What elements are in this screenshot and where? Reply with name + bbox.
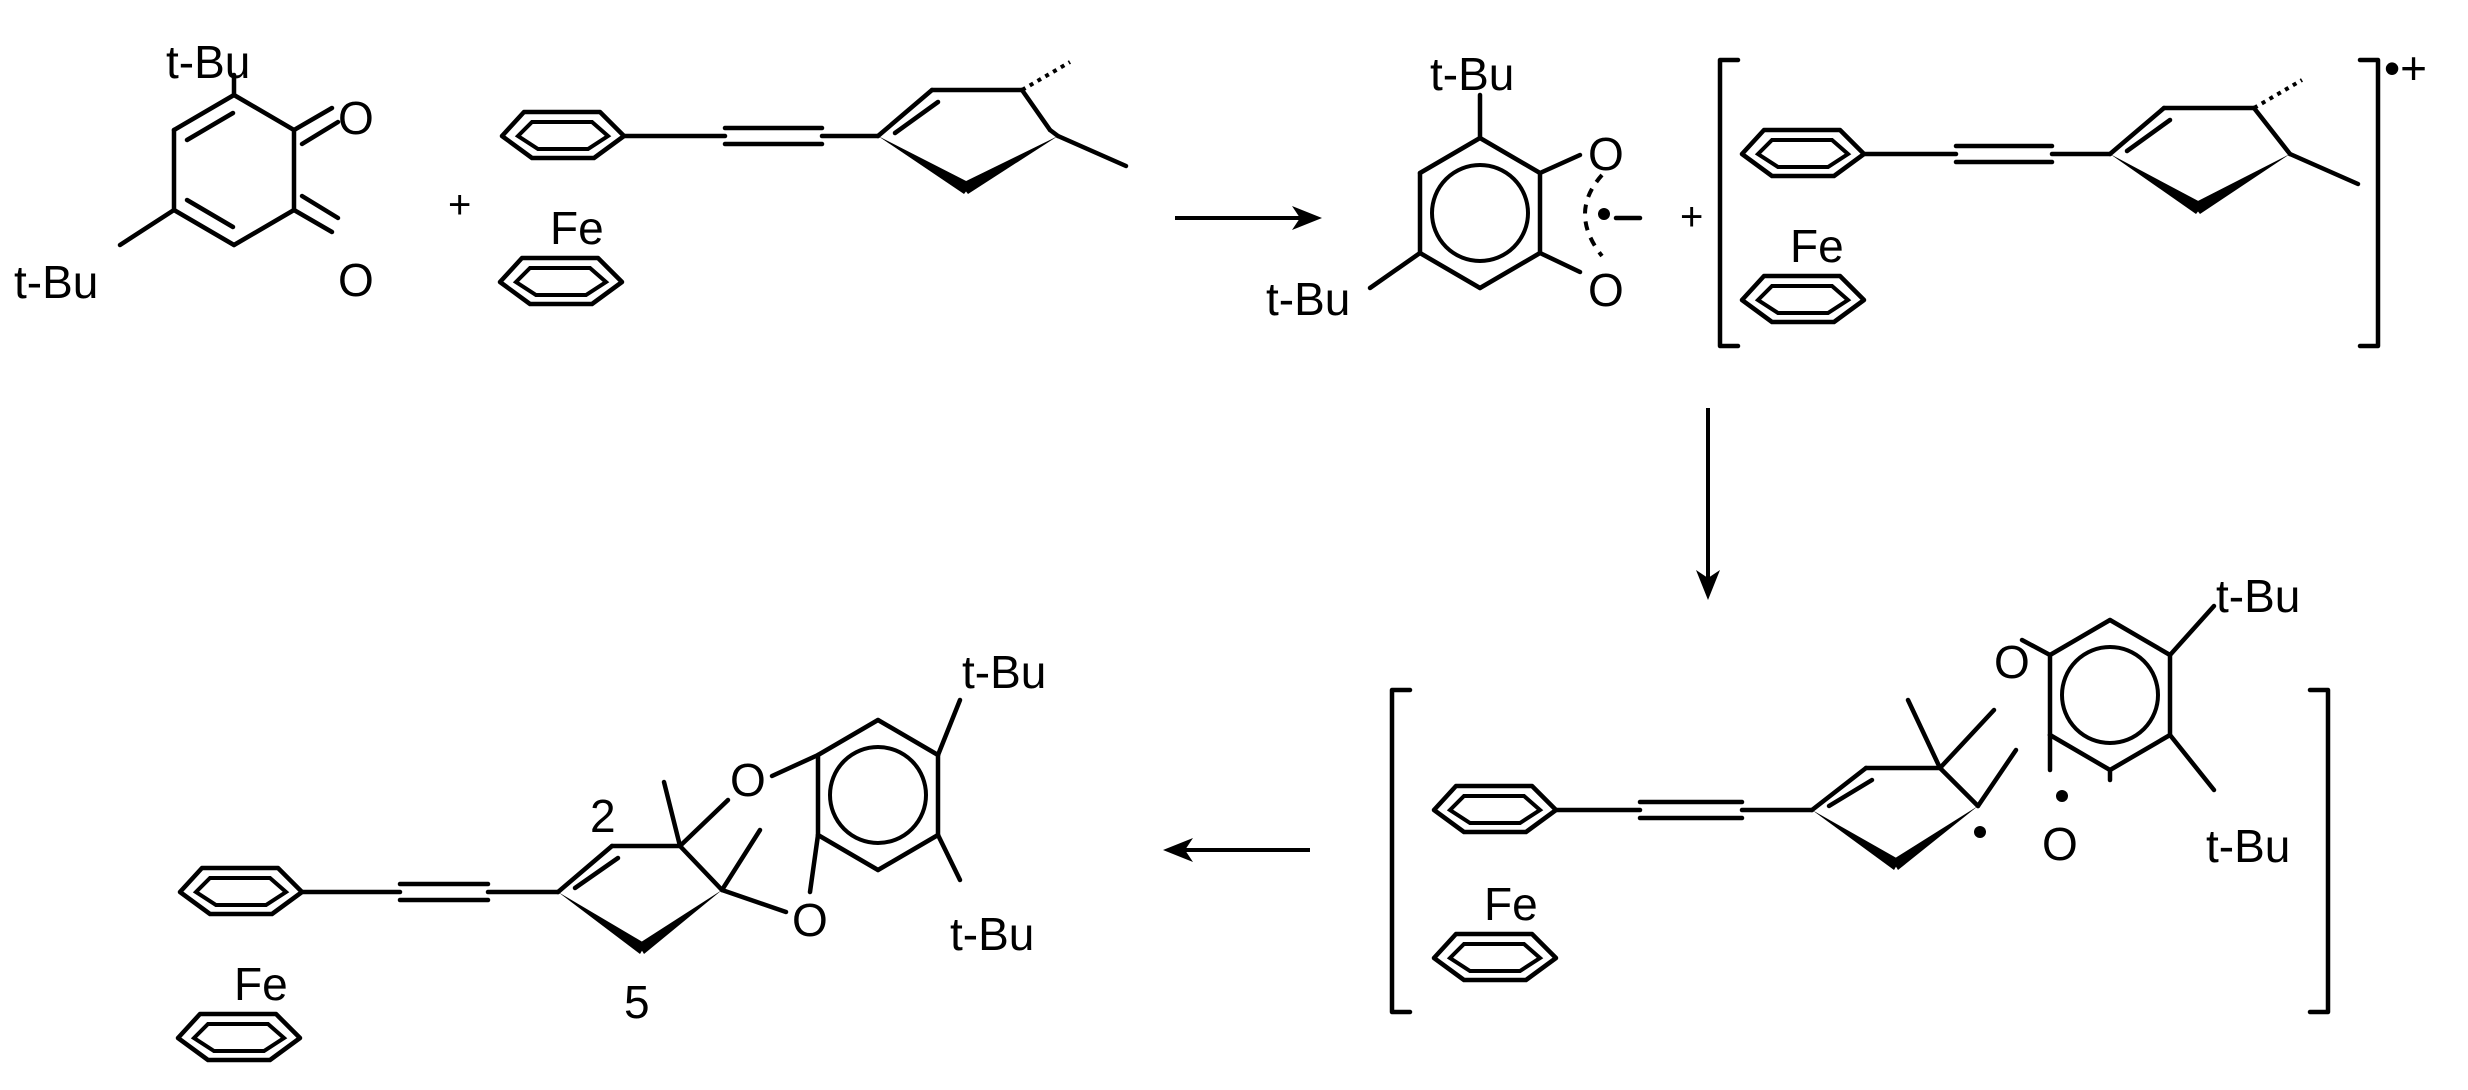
ferrocene-alkyne-reactant: Fe (500, 60, 1129, 304)
oxygen-label: O (2042, 818, 2078, 870)
tbu-label: t-Bu (14, 256, 98, 308)
oxygen-label: O (338, 254, 374, 306)
reaction-arrow (1163, 838, 1310, 862)
oxygen-label: O (1994, 636, 2030, 688)
radical-dot (1598, 208, 1610, 220)
radical-dot (2056, 790, 2068, 802)
fe-label: Fe (550, 202, 604, 254)
tbu-label: t-Bu (2206, 820, 2290, 872)
radical-cation-charge: •+ (2384, 42, 2427, 94)
radical-intermediate: Fe O O t-Bu t-Bu (1389, 570, 2331, 1015)
oxygen-label: O (338, 92, 374, 144)
ferrocenium-radical-cation: Fe •+ (1717, 42, 2427, 349)
plus-sign: + (448, 183, 471, 227)
oxygen-label: O (792, 894, 828, 946)
tbu-label: t-Bu (962, 646, 1046, 698)
tbu-label: t-Bu (1266, 273, 1350, 325)
fe-label: Fe (1790, 220, 1844, 272)
quinone-reactant: t-Bu t-Bu O O (14, 36, 374, 308)
reaction-arrow (1696, 408, 1720, 600)
semiquinone-radical-anion: t-Bu t-Bu O O (1266, 48, 1643, 325)
tbu-label: t-Bu (2216, 570, 2300, 622)
tbu-label: t-Bu (950, 908, 1034, 960)
reaction-arrow (1175, 206, 1322, 230)
spiro-product: Fe O O t-Bu t-Bu 2 5 (178, 646, 1046, 1060)
fe-label: Fe (1484, 878, 1538, 930)
tbu-label: t-Bu (1430, 48, 1514, 100)
tbu-label: t-Bu (166, 36, 250, 88)
oxygen-label: O (730, 754, 766, 806)
position-5-label: 5 (624, 976, 650, 1028)
oxygen-label: O (1588, 128, 1624, 180)
radical-dot (1974, 826, 1986, 838)
fe-label: Fe (234, 958, 288, 1010)
position-2-label: 2 (590, 790, 616, 842)
plus-sign: + (1680, 195, 1703, 239)
oxygen-label: O (1588, 264, 1624, 316)
